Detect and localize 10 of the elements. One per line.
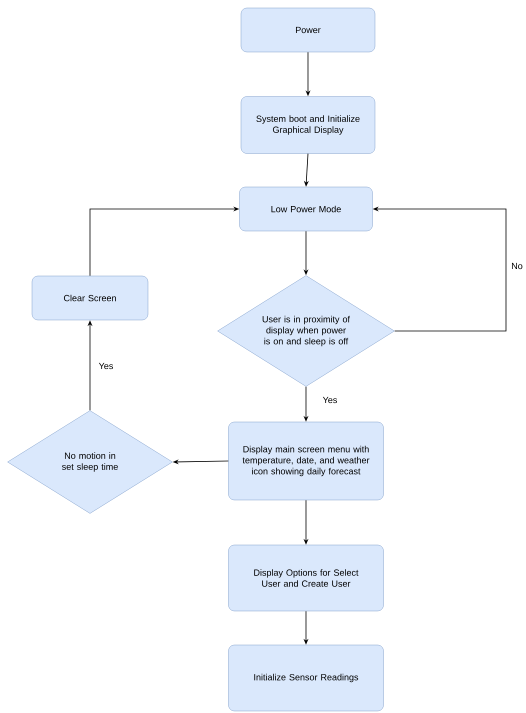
edge-label: No [510,262,524,270]
edge-label: Yes [98,362,114,370]
process-box: Power [240,8,376,52]
process-box: Display main screen menu with temperature, date, and weather icon showing daily forecast [228,422,384,500]
process-box: Initialize Sensor Readings [228,644,384,712]
edge-label: Yes [322,396,338,404]
process-box: Display Options for Select User and Create User [228,544,384,612]
process-box: Clear Screen [32,276,148,320]
process-box: Low Power Mode [239,186,373,232]
process-box: System boot and Initialize Graphical Display [240,96,376,154]
